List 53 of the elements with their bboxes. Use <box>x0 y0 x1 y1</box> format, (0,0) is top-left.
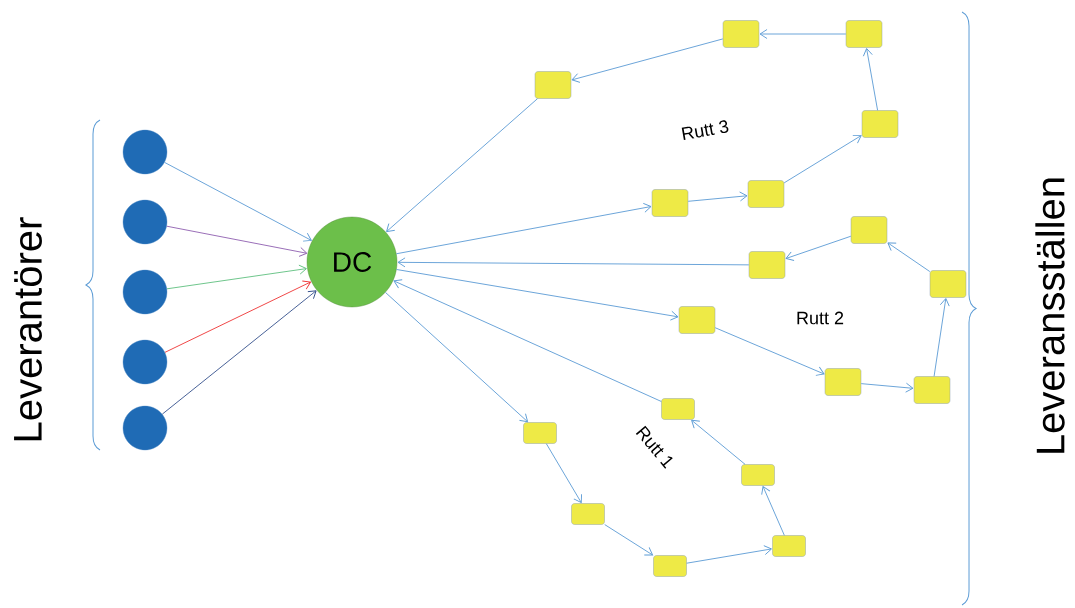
arrow <box>571 38 724 83</box>
arrow <box>860 382 914 393</box>
stop-box <box>748 251 786 279</box>
stop-box <box>534 71 572 99</box>
stop-box <box>651 189 689 217</box>
arrow <box>686 545 772 564</box>
arrow <box>166 264 307 290</box>
stop-box <box>861 110 899 138</box>
arrow <box>785 235 852 261</box>
arrow <box>161 290 317 415</box>
arrow <box>714 327 825 376</box>
arrow <box>933 298 950 377</box>
side-label: Leverantörer <box>14 217 42 441</box>
route-label: Rutt 2 <box>797 311 844 325</box>
supplier-circle <box>122 269 168 315</box>
route-label: Rutt 3 <box>681 120 729 140</box>
arrow <box>691 419 746 465</box>
arrow <box>164 280 311 353</box>
stop-box <box>741 464 775 486</box>
stop-box <box>722 20 760 48</box>
stop-box <box>661 398 695 420</box>
supplier-circle <box>122 339 168 385</box>
stop-box <box>913 376 951 404</box>
supplier-circle <box>122 129 168 175</box>
stop-box <box>772 535 806 557</box>
arrow <box>385 291 529 423</box>
arrow <box>783 134 862 184</box>
arrow <box>386 98 538 233</box>
arrow <box>887 242 931 272</box>
stop-box <box>929 270 967 298</box>
arrow <box>687 191 748 202</box>
arrow <box>761 486 785 536</box>
stop-box <box>850 216 888 244</box>
stop-box <box>824 368 862 396</box>
stop-box <box>747 180 785 208</box>
arrow <box>164 161 312 242</box>
arrow <box>396 269 679 321</box>
arrow <box>166 225 308 257</box>
arrow <box>862 48 879 111</box>
side-label: Leveransställen <box>1035 178 1065 453</box>
arrow <box>396 202 652 255</box>
stop-box <box>523 422 557 444</box>
arrow <box>393 279 662 402</box>
stop-box <box>653 555 687 577</box>
arrow <box>759 29 847 39</box>
supplier-circle <box>122 405 168 451</box>
stop-box <box>845 20 883 48</box>
stop-box <box>571 503 605 525</box>
arrow <box>604 524 654 556</box>
supplier-circle <box>122 199 168 245</box>
stop-box <box>678 306 716 334</box>
arrow <box>397 257 750 268</box>
arrow <box>545 443 582 504</box>
